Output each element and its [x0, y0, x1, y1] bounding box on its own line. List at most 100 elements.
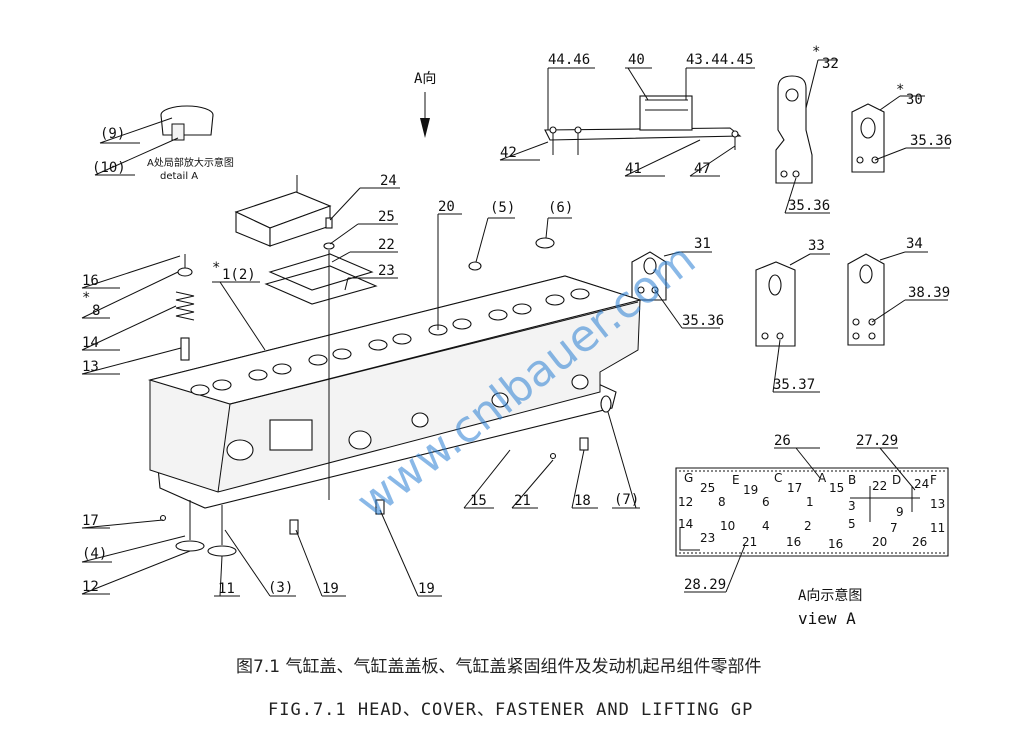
callout-4: (4) [82, 546, 107, 562]
callout-31: 31 [694, 236, 711, 252]
plate-label: 7 [890, 521, 898, 535]
callout-47: 47 [694, 161, 711, 177]
plate-label: 15 [829, 481, 844, 495]
plate-label: 5 [848, 517, 856, 531]
plate-label: 9 [896, 505, 904, 519]
callout-33: 33 [808, 238, 825, 254]
callout-star-1-2: * [212, 260, 220, 276]
callout-35-36-b: 35.36 [910, 133, 952, 149]
lifting-eye-32: * 32 35.36 [775, 44, 839, 214]
small-block [171, 123, 185, 141]
plate-label: 4 [762, 519, 770, 533]
view-a-label-en: view A [798, 609, 856, 628]
plate-label: 23 [700, 531, 715, 545]
callout-19-a: 19 [322, 581, 339, 597]
cap-body [160, 114, 214, 136]
plate-label: A [818, 471, 827, 485]
valve-spring-stack [175, 254, 195, 361]
main-callout-labels: 16 * 8 14 13 * 1(2) 24 25 22 23 20 (5) (… [82, 173, 639, 597]
plate-label: 14 [678, 517, 693, 531]
callout-6: (6) [548, 200, 573, 216]
plate-label: 26 [912, 535, 927, 549]
plate-label: 11 [930, 521, 945, 535]
callout-28-29: 28.29 [684, 577, 726, 593]
detail-a-label-en: detail A [160, 171, 198, 182]
lifting-eye-31: 31 35.36 [631, 236, 724, 329]
plate-outline [675, 467, 949, 557]
cover-plate [234, 175, 378, 500]
callout-15: 15 [470, 493, 487, 509]
main-callout-leaders [81, 187, 640, 597]
callout-13: 13 [82, 359, 99, 375]
cap-6 [535, 237, 555, 249]
callout-43-44-45: 43.44.45 [686, 52, 753, 68]
plate-label: 17 [787, 481, 802, 495]
callout-star-30: * [896, 82, 904, 98]
callout-41: 41 [625, 161, 642, 177]
plate-label: 16 [786, 535, 801, 549]
view-a-label-cn: A向示意图 [798, 587, 862, 604]
plate-label: 12 [678, 495, 693, 509]
plate-label: G [684, 471, 693, 485]
plate-label: C [774, 471, 782, 485]
plate-label: 16 [828, 537, 843, 551]
plate-label: B [848, 473, 856, 487]
callout-44-46: 44.46 [548, 52, 590, 68]
figure-caption-en: FIG.7.1 HEAD、COVER、FASTENER AND LIFTING … [268, 700, 753, 720]
callout-17: 17 [82, 513, 99, 529]
callout-27-29: 27.29 [856, 433, 898, 449]
plate-label: 3 [848, 499, 856, 513]
callout-38-39: 38.39 [908, 285, 950, 301]
callout-8: 8 [92, 303, 100, 319]
plate-label: 25 [700, 481, 715, 495]
plate-label: F [930, 473, 937, 487]
figure-caption-cn: 图7.1 气缸盖、气缸盖盖板、气缸盖紧固组件及发动机起吊组件零部件 [236, 656, 761, 677]
lifting-bracket-assembly: 44.46 40 43.44.45 42 41 47 [499, 52, 755, 177]
lifting-eye-33: 33 35.37 [755, 238, 830, 393]
plate-label: D [892, 473, 901, 487]
plate-label: 8 [718, 495, 726, 509]
callout-10: (10) [92, 160, 126, 176]
plate-label: 13 [930, 497, 945, 511]
callout-40: 40 [628, 52, 645, 68]
callout-35-37: 35.37 [773, 377, 815, 393]
valve-seats [190, 288, 590, 396]
callout-23: 23 [378, 263, 395, 279]
callout-20: 20 [438, 199, 455, 215]
callout-11: 11 [218, 581, 235, 597]
plate-label: 2 [804, 519, 812, 533]
cap-5 [468, 261, 482, 271]
callout-star-32: * [812, 44, 820, 60]
callout-35-36-a: 35.36 [788, 198, 830, 214]
callout-19-b: 19 [418, 581, 435, 597]
callout-25: 25 [378, 209, 395, 225]
callout-21: 21 [514, 493, 531, 509]
callout-32: 32 [822, 56, 839, 72]
detail-a-group: (9) (10) A处局部放大示意图 detail A [92, 105, 234, 182]
callout-3: (3) [268, 580, 293, 596]
callout-35-36-c: 35.36 [682, 313, 724, 329]
plate-label: E [732, 473, 740, 487]
callout-16: 16 [82, 273, 99, 289]
callout-1-2: 1(2) [222, 267, 256, 283]
lifting-eye-34: 34 38.39 [847, 236, 950, 346]
a-direction-label: A向 [414, 71, 436, 87]
plate-label: 1 [806, 495, 814, 509]
callout-22: 22 [378, 237, 395, 253]
callout-5: (5) [490, 200, 515, 216]
callout-30: 30 [906, 92, 923, 108]
view-a-plate [675, 447, 949, 593]
plate-label: 19 [743, 483, 758, 497]
callout-24: 24 [380, 173, 397, 189]
plate-label: 21 [742, 535, 757, 549]
callout-14: 14 [82, 335, 99, 351]
a-direction-arrow: A向 [414, 71, 436, 138]
lifting-eye-30: * 30 35.36 [851, 82, 952, 173]
callout-9: (9) [100, 126, 125, 142]
plate-label: 6 [762, 495, 770, 509]
plate-label: 10 [720, 519, 735, 533]
callout-42: 42 [500, 145, 517, 161]
callout-18: 18 [574, 493, 591, 509]
